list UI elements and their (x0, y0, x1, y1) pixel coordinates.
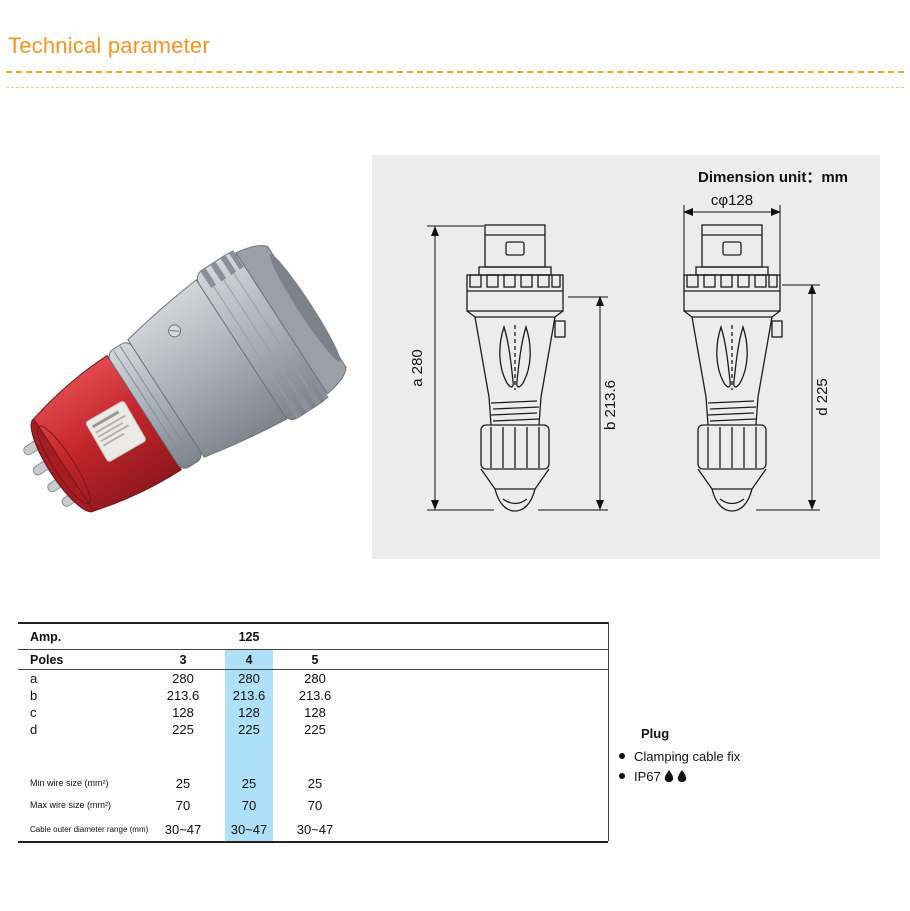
plug-gray-body (127, 279, 288, 458)
cell-value: 225 (238, 722, 260, 737)
pole-column-5: 5 (311, 652, 319, 667)
cell-value: 25 (307, 775, 323, 791)
row-label: c (30, 705, 37, 720)
plug-outline-left (466, 224, 566, 512)
cell-value: 30~47 (296, 822, 334, 837)
feature-item: Clamping cable fix (619, 746, 740, 766)
poles-label: Poles (30, 652, 64, 667)
table-row-min-wire: Min wire size (mm²) 25 25 25 (18, 772, 608, 794)
table-row-a: a 280 280 280 (18, 670, 608, 687)
amp-value: 125 (238, 629, 260, 644)
table-row-poles: Poles 3 4 5 (18, 650, 608, 670)
amp-label: Amp. (30, 629, 62, 644)
page-title: Technical parameter (8, 33, 210, 58)
cell-value: 30~47 (164, 822, 202, 837)
table-vertical-divider (608, 622, 609, 841)
cell-value: 128 (172, 705, 194, 720)
table-row-amp: Amp. 125 (18, 624, 608, 650)
cell-value: 70 (241, 797, 257, 813)
dimension-unit-note: Dimension unit：mm (697, 169, 848, 186)
plug-cable-gland (235, 245, 347, 395)
dim-label-b: b 213.6 (602, 380, 619, 430)
cell-value: 213.6 (166, 688, 200, 703)
product-photo-illustration (23, 245, 347, 513)
divider-dashed-secondary (6, 87, 904, 88)
cell-value: 280 (238, 671, 260, 686)
cell-value: 280 (304, 671, 326, 686)
table-row-cable-diameter: Cable outer diameter range (mm) 30~47 30… (18, 816, 608, 843)
table-row-max-wire: Max wire size (mm²) 70 70 70 (18, 794, 608, 816)
feature-item: IP67 (619, 766, 740, 786)
dim-label-c: cφ128 (711, 192, 753, 209)
table-row-c: c 128 128 128 (18, 704, 608, 721)
technical-drawing-panel: Dimension unit：mm (372, 155, 880, 559)
water-drop-icon (664, 770, 673, 782)
cell-value: 70 (175, 797, 191, 813)
cell-value: 25 (175, 775, 191, 791)
spec-table: Amp. 125 Poles 3 4 5 a 280 280 280 b 213… (18, 622, 608, 843)
cell-value: 225 (172, 722, 194, 737)
table-spacer (18, 738, 608, 772)
cell-value: 128 (238, 705, 260, 720)
product-type-title: Plug (641, 726, 670, 741)
pole-column-3: 3 (179, 652, 187, 667)
dim-label-a: a 280 (409, 349, 426, 387)
cell-value: 213.6 (232, 688, 266, 703)
crown-slots (200, 250, 329, 419)
feature-text: Clamping cable fix (634, 748, 741, 764)
cell-value: 213.6 (298, 688, 332, 703)
row-label: a (30, 671, 38, 686)
water-drop-icon (677, 770, 686, 782)
row-label: Min wire size (mm²) (30, 778, 109, 788)
row-label: b (30, 688, 38, 703)
bullet-icon (619, 773, 625, 779)
row-label: d (30, 722, 38, 737)
cell-value: 30~47 (230, 822, 268, 837)
row-label: Max wire size (mm²) (30, 800, 111, 810)
cell-value: 25 (241, 775, 257, 791)
cell-value: 128 (304, 705, 326, 720)
plug-outline-right (683, 224, 783, 512)
dim-label-d: d 225 (814, 378, 831, 416)
plug-body-group (23, 245, 347, 513)
pole-column-4: 4 (245, 652, 253, 667)
dimension-drawing: a 280 b 213.6 cφ128 d 225 (409, 192, 831, 512)
cell-value: 225 (304, 722, 326, 737)
highlighted-column-strip (225, 649, 273, 841)
dimension-lines (427, 205, 820, 511)
table-row-b: b 213.6 213.6 213.6 (18, 687, 608, 704)
bullet-icon (619, 753, 625, 759)
divider-dashed-primary (6, 71, 904, 73)
feature-text: IP67 (634, 768, 661, 784)
plug-label-sticker (85, 401, 146, 462)
table-row-d: d 225 225 225 (18, 721, 608, 738)
cell-value: 70 (307, 797, 323, 813)
row-label: Cable outer diameter range (mm) (30, 825, 149, 834)
cell-value: 280 (172, 671, 194, 686)
product-info-panel: Plug Clamping cable fix IP67 (609, 622, 880, 841)
product-photo (10, 228, 370, 520)
